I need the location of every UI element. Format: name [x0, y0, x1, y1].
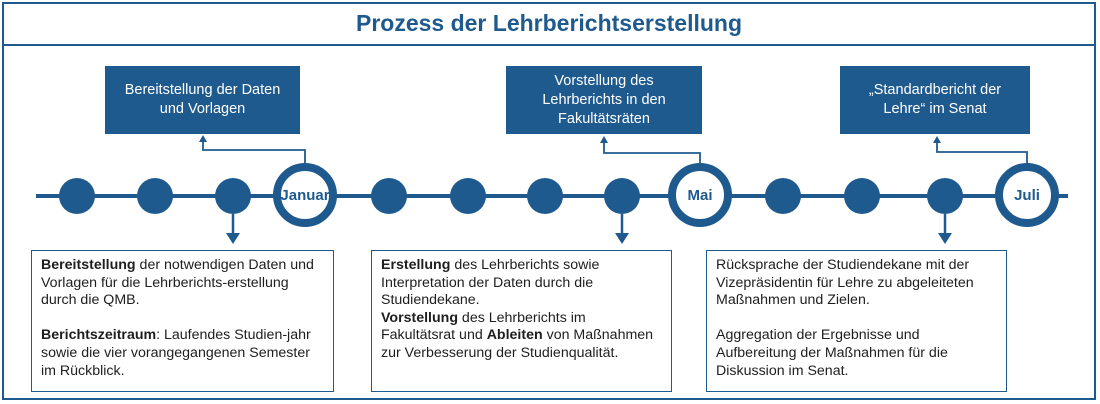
emphasis-ableiten: Ableiten [486, 327, 543, 344]
title-bar: Prozess der Lehrberichtserstellung [2, 2, 1096, 46]
emphasis-berichtszeitraum: Berichtszeitraum [41, 327, 157, 344]
timeline-dot-7 [604, 178, 640, 214]
text-box-july-paragraph-2: Aggregation der Ergebnisse und Aufbereit… [716, 327, 948, 379]
text-box-july: Rücksprache der Studiendekane mit der Vi… [706, 250, 1007, 392]
milestone-may: Mai [668, 163, 732, 227]
milestone-july: Juli [995, 163, 1059, 227]
down-arrow-2 [615, 214, 629, 244]
emphasis-erstellung: Erstellung [381, 257, 451, 273]
diagram-frame [2, 2, 1096, 400]
diagram-title: Prozess der Lehrberichtserstellung [355, 9, 742, 36]
timeline-dot-10 [927, 178, 963, 214]
text-box-january-p2-text: : Laufendes Studien-jahr sowie die vier … [41, 327, 311, 379]
emphasis-vorstellung: Vorstellung [381, 309, 458, 326]
timeline-dot-8 [765, 178, 801, 214]
timeline-dot-4 [371, 178, 407, 214]
top-box-data-provision: Bereitstellung der Daten und Vorlagen [105, 66, 300, 134]
top-box-senate-report: „Standardbericht der Lehre“ im Senat [840, 66, 1030, 134]
connector-january [199, 135, 306, 163]
text-box-july-paragraph-1: Rücksprache der Studiendekane mit der Vi… [716, 257, 974, 309]
top-box-senate-report-label: „Standardbericht der Lehre“ im Senat [868, 82, 1002, 117]
emphasis-bereitstellung: Bereitstellung [41, 257, 136, 273]
top-box-faculty-presentation-label: Vorstellung des Lehrberichts in den Faku… [542, 72, 666, 127]
connector-july [933, 136, 1028, 163]
timeline-dot-9 [844, 178, 880, 214]
top-box-faculty-presentation: Vorstellung des Lehrberichts in den Faku… [506, 66, 702, 134]
text-box-january: Bereitstellung der notwendigen Daten und… [31, 250, 334, 392]
timeline-dot-2 [137, 178, 173, 214]
text-box-may: Erstellung des Lehrberichts sowie Interp… [371, 250, 672, 392]
milestone-july-label: Juli [1014, 186, 1040, 204]
timeline-dot-6 [527, 178, 563, 214]
timeline-dot-3 [215, 178, 251, 214]
milestone-january: Januar [273, 163, 337, 227]
milestone-may-label: Mai [687, 186, 713, 204]
text-box-january-paragraph-2: Berichtszeitraum: Laufendes Studien-jahr… [41, 327, 324, 380]
text-box-january-p1-text: der notwendigen Daten und Vorlagen für d… [41, 257, 314, 309]
text-box-may-p2-text-rest: von Maßnahmen zur Verbesserung der Studi… [381, 327, 654, 361]
text-box-may-p1-text: des Lehrberichts sowie Interpretation de… [381, 257, 600, 309]
text-box-january-paragraph-1: Bereitstellung der notwendigen Daten und… [41, 257, 324, 310]
top-box-data-provision-label: Bereitstellung der Daten und Vorlagen [124, 82, 281, 117]
timeline-dot-1 [59, 178, 95, 214]
text-box-may-p2-text-mid: des Lehrberichts im Fakultätsrat und [381, 309, 586, 344]
down-arrow-3 [938, 214, 952, 244]
down-arrow-1 [226, 214, 240, 244]
milestone-january-label: Januar [280, 186, 330, 204]
timeline-dot-5 [450, 178, 486, 214]
text-box-may-paragraph-2: Vorstellung des Lehrberichts im Fakultät… [381, 310, 662, 363]
connector-may [600, 136, 701, 163]
text-box-may-paragraph-1: Erstellung des Lehrberichts sowie Interp… [381, 257, 662, 310]
